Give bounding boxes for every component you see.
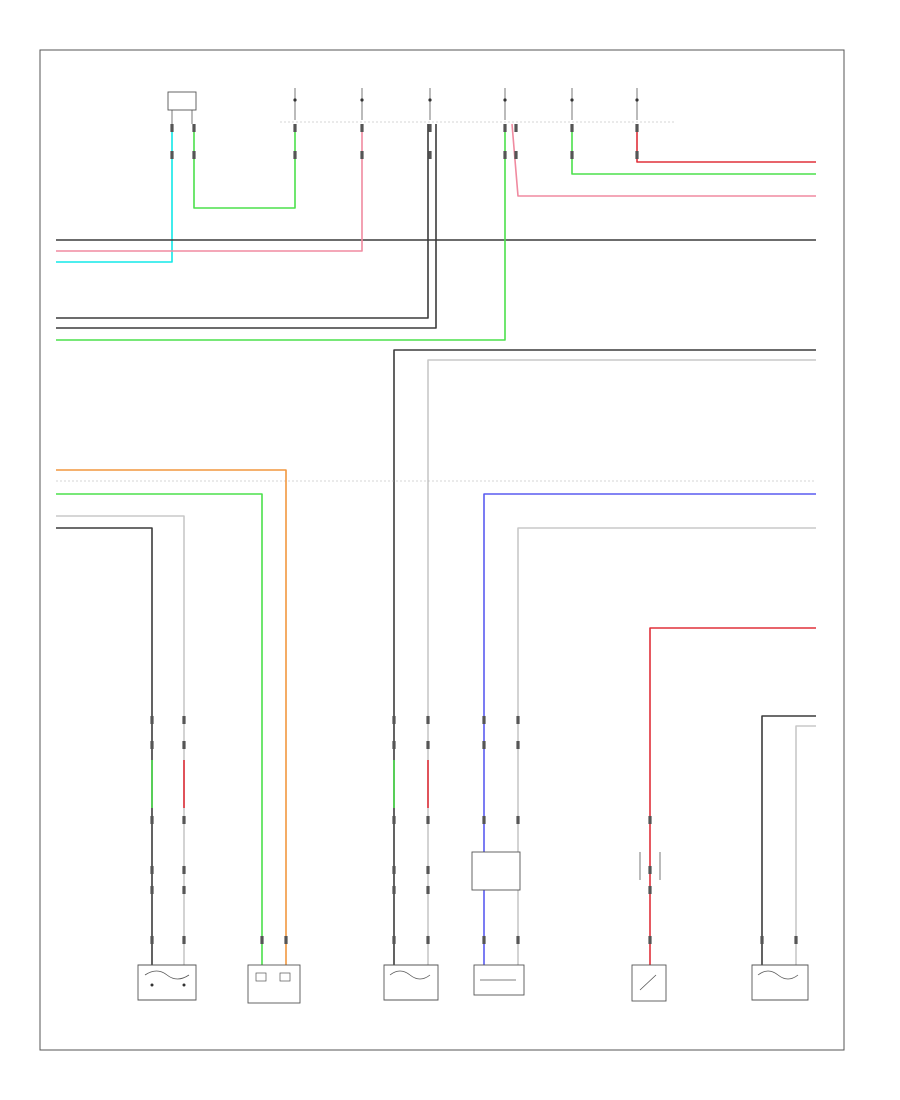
connector-marker [426, 936, 430, 944]
connector-marker [360, 151, 364, 159]
connector-marker [482, 936, 486, 944]
fuse-row [293, 88, 639, 120]
connector-marker [648, 936, 652, 944]
connector-marker [150, 741, 154, 749]
connector-marker [482, 816, 486, 824]
connector-marker [293, 151, 297, 159]
connector-marker [182, 816, 186, 824]
top-module-left [167, 91, 197, 124]
connector-marker [150, 936, 154, 944]
connector-marker [150, 886, 154, 894]
connector-marker [192, 151, 196, 159]
connector-marker [516, 716, 520, 724]
connector-marker [182, 741, 186, 749]
wire-blue-brake [483, 493, 816, 965]
connector-marker [516, 741, 520, 749]
connector-marker [428, 124, 432, 132]
connector-marker [570, 151, 574, 159]
wire-gray-rr-sensor [393, 349, 816, 965]
connector-marker [150, 816, 154, 824]
connector-marker [428, 151, 432, 159]
wire-green-module [193, 124, 296, 209]
connector-marker [260, 936, 264, 944]
connector-marker [635, 124, 639, 132]
connector-marker [760, 936, 764, 944]
connector-marker [426, 816, 430, 824]
wire-cyan-module [56, 124, 173, 263]
wire-red-fuse6 [636, 124, 816, 163]
connector-marker [170, 151, 174, 159]
wire-white-rf-sensor [795, 725, 816, 965]
wire-red-stop [649, 627, 816, 965]
connector-marker [426, 741, 430, 749]
wire-green-fuse4 [56, 124, 506, 341]
connector-marker [648, 886, 652, 894]
wire-green-fuse5 [571, 124, 816, 175]
connector-marker [392, 741, 396, 749]
wire-green-yaw [56, 493, 263, 965]
connector-marker [570, 124, 574, 132]
connector-marker [284, 936, 288, 944]
connector-marker [516, 816, 520, 824]
fuse-6-icon [635, 88, 639, 120]
yaw-rate-sensor [247, 964, 301, 1004]
wire-gray-fuse3-a [56, 124, 429, 319]
diagram-frame [39, 49, 845, 1051]
wire-orange-yaw [56, 469, 287, 965]
fuse-4-icon [503, 88, 507, 120]
connector-marker [293, 124, 297, 132]
connector-marker [150, 866, 154, 874]
connector-marker [514, 124, 518, 132]
connector-marker [182, 716, 186, 724]
connector-marker [635, 151, 639, 159]
connector-marker [392, 936, 396, 944]
connector-marker [392, 886, 396, 894]
connector-marker [426, 866, 430, 874]
connector-markers [150, 124, 798, 944]
connector-marker [182, 866, 186, 874]
connector-marker [426, 886, 430, 894]
left-front-speed-sensor [137, 964, 197, 1001]
wires [56, 123, 816, 965]
connector-marker [516, 936, 520, 944]
connector-marker [426, 716, 430, 724]
connector-marker [150, 716, 154, 724]
wire-pink-fuse4 [511, 123, 816, 197]
wire-gray-rf-sensor [761, 715, 816, 965]
connector-marker [648, 866, 652, 874]
connector-marker [392, 816, 396, 824]
connector-marker [482, 716, 486, 724]
connector-marker [648, 816, 652, 824]
stop-lamp-switch [631, 852, 667, 1002]
connector-marker [182, 936, 186, 944]
connector-marker [360, 124, 364, 132]
connector-marker [503, 151, 507, 159]
connector-marker [482, 741, 486, 749]
right-front-speed-sensor [751, 964, 809, 1001]
connector-marker [170, 124, 174, 132]
wire-gray-brake [517, 527, 816, 965]
wire-gray-fuse3-b [56, 124, 437, 329]
splice-highlights [151, 760, 429, 808]
connector-marker [192, 124, 196, 132]
brake-pedal-switch [471, 851, 525, 996]
connector-marker [503, 124, 507, 132]
fuse-1-icon [293, 88, 297, 120]
wire-white-lf-sensor [56, 515, 185, 965]
wire-pink-bus-1 [56, 124, 363, 252]
fuse-2-icon [360, 88, 364, 120]
connector-marker [392, 866, 396, 874]
right-rear-speed-sensor [383, 964, 439, 1001]
connector-marker [514, 151, 518, 159]
connector-marker [392, 716, 396, 724]
fuse-3-icon [428, 88, 432, 120]
wire-gray-lf-sensor [56, 527, 153, 965]
fuse-5-icon [570, 88, 574, 120]
connector-marker [794, 936, 798, 944]
connector-marker [182, 886, 186, 894]
